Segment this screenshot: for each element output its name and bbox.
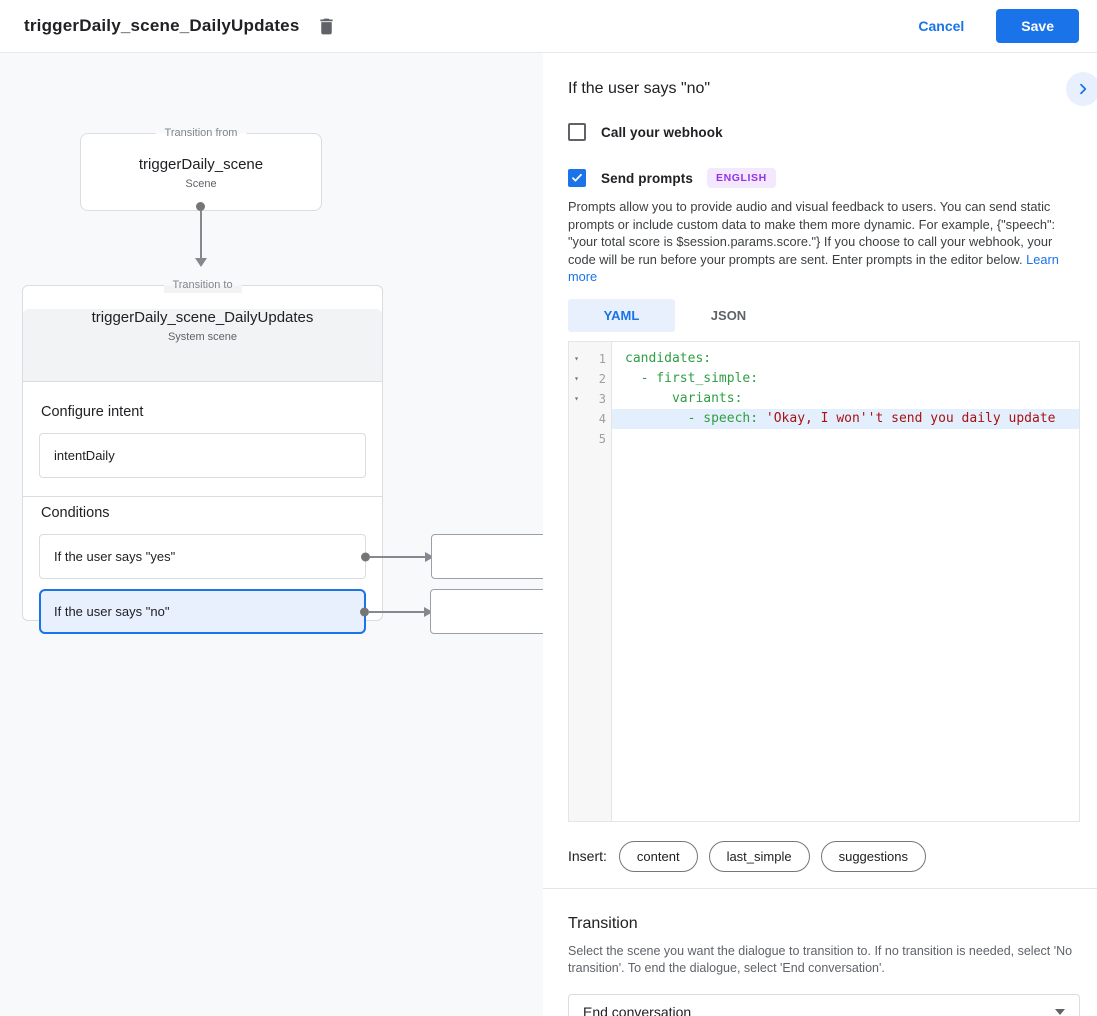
editor-format-tabs: YAML JSON [568,298,1080,332]
webhook-row: Call your webhook [568,123,1080,141]
code-token: candidates: [625,350,712,366]
gutter-row: 4 [569,409,611,429]
tab-yaml[interactable]: YAML [568,298,675,332]
gutter-row: ▾1 [569,349,611,369]
intent-value: intentDaily [54,448,115,463]
condition-row[interactable]: If the user says "no" [39,589,543,634]
scene-diagram-canvas: Transition from triggerDaily_scene Scene… [0,53,543,1016]
panel-divider [543,887,1097,889]
prompts-row: Send prompts ENGLISH [568,168,1080,188]
code-token: 'Okay, I won''t send you daily update [765,410,1056,426]
gutter-row: 5 [569,429,611,449]
fold-toggle-icon[interactable]: ▾ [574,374,579,383]
page-title: triggerDaily_scene_DailyUpdates [24,16,300,35]
line-number: 1 [598,351,606,366]
connector-arrowhead-icon [424,606,433,617]
line-number: 4 [598,411,606,426]
transition-from-legend: Transition from [155,126,247,141]
transition-to-card: Transition to triggerDaily_scene_DailyUp… [22,278,543,634]
condition-label: If the user says "yes" [54,549,176,564]
call-webhook-label: Call your webhook [601,124,723,140]
learn-more-link[interactable]: Learn more [568,251,1059,285]
transition-section: Transition Select the scene you want the… [568,889,1080,1016]
connector-line [369,555,425,558]
prompts-description: Prompts allow you to provide audio and v… [568,198,1082,286]
code-token: variants: [625,390,743,406]
delete-button[interactable] [316,16,337,37]
insert-pill-group: content last_simple suggestions [618,840,937,872]
prompts-description-text: Prompts allow you to provide audio and v… [568,199,1056,267]
to-scene-header: triggerDaily_scene_DailyUpdates System s… [23,309,382,382]
card-divider [23,496,382,497]
connector-line [200,211,202,258]
panel-title: If the user says "no" [568,80,711,97]
from-scene-type: Scene [185,178,217,190]
editor-code-area[interactable]: candidates: - first_simple: variants: - … [612,342,1079,821]
line-number: 3 [598,391,606,406]
condition-row[interactable]: If the user says "yes" [39,534,543,579]
configure-intent-label: Configure intent [41,404,144,420]
fold-toggle-icon[interactable]: ▾ [574,354,579,363]
trash-icon [319,18,333,34]
code-line[interactable]: - first_simple: [612,369,1079,389]
collapse-panel-button[interactable] [1066,72,1097,106]
insert-suggestions-button[interactable]: suggestions [820,840,926,872]
connector-arrowhead-icon [425,551,434,562]
tab-json[interactable]: JSON [710,307,747,323]
send-prompts-checkbox[interactable] [568,169,586,187]
conditions-label: Conditions [41,505,110,521]
fold-toggle-icon[interactable]: ▾ [574,394,579,403]
transition-description: Select the scene you want the dialogue t… [568,943,1073,975]
gutter-row: ▾3 [569,389,611,409]
transition-select[interactable]: End conversation [568,993,1080,1016]
connector-dot [361,552,370,561]
check-icon [572,173,582,182]
connector-line [368,610,424,613]
code-line[interactable] [612,429,1079,449]
language-badge: ENGLISH [706,168,776,188]
transition-title: Transition [568,914,638,932]
top-bar: triggerDaily_scene_DailyUpdates Cancel S… [0,0,1097,53]
line-number: 5 [598,431,606,446]
from-scene-name: triggerDaily_scene [138,156,264,173]
cancel-button[interactable]: Cancel [918,18,965,34]
condition-label: If the user says "no" [54,604,170,619]
dropdown-caret-icon [1055,1009,1065,1015]
target-scene-box[interactable] [430,589,543,634]
send-prompts-label: Send prompts [601,170,693,186]
code-line[interactable]: candidates: [612,349,1079,369]
insert-content-button[interactable]: content [618,840,698,872]
insert-label: Insert: [568,848,607,864]
chevron-right-icon [1080,83,1087,95]
connector-dot [196,202,205,211]
transition-select-value: End conversation [583,1004,692,1016]
connector-arrowhead-icon [195,258,207,267]
code-line[interactable]: - speech: 'Okay, I won''t send you daily… [612,408,1079,429]
conditions-list: If the user says "yes" If the user says "… [39,534,543,634]
transition-from-node[interactable]: Transition from triggerDaily_scene Scene [80,126,322,211]
code-token: - first_simple: [625,370,759,386]
insert-row: Insert: content last_simple suggestions [568,840,1080,872]
connector-dot [360,607,369,616]
code-token: - speech: [625,410,766,426]
intent-field[interactable]: intentDaily [39,433,366,478]
to-scene-name: triggerDaily_scene_DailyUpdates [91,309,314,326]
line-number: 2 [598,371,606,386]
transition-to-legend: Transition to [163,278,242,293]
save-button[interactable]: Save [996,9,1079,43]
condition-detail-panel: If the user says "no" Call your webhook … [543,53,1097,1016]
code-line[interactable]: variants: [612,389,1079,409]
gutter-row: ▾2 [569,369,611,389]
target-scene-box[interactable] [431,534,543,579]
insert-last_simple-button[interactable]: last_simple [708,840,810,872]
to-scene-type: System scene [167,331,238,343]
call-webhook-checkbox[interactable] [568,123,586,141]
